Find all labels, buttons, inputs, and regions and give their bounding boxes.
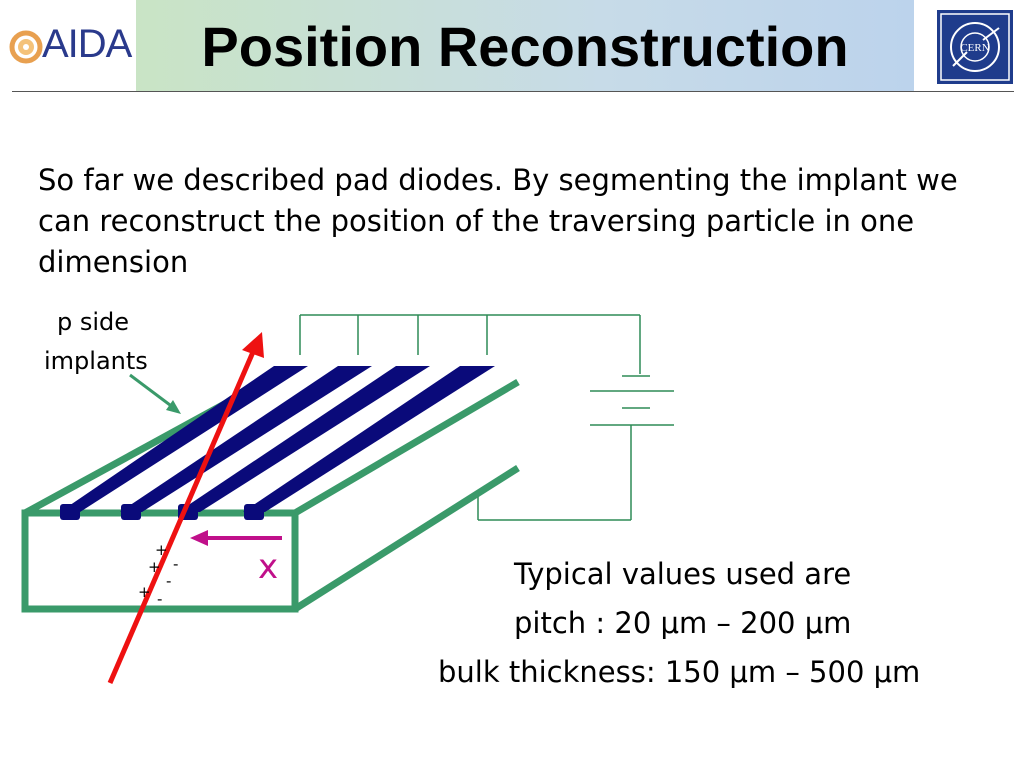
implant-strip [243, 366, 495, 512]
cern-logo-text: CERN [960, 42, 989, 54]
x-label: x [258, 547, 278, 587]
particle-track [107, 332, 264, 684]
title-band [136, 0, 914, 92]
strip-contact [244, 504, 264, 520]
aida-logo-text: AIDA [42, 22, 132, 66]
implant-strips [60, 366, 495, 520]
charge-carriers: + + + - - - [138, 541, 178, 608]
header-rule [12, 91, 1014, 92]
implant-strip [178, 366, 430, 512]
implants-label-line2: implants [44, 347, 148, 375]
implant-strip [60, 366, 308, 512]
implants-pointer-arrow [129, 373, 181, 414]
position-arrow [190, 530, 282, 546]
cern-emblem-icon: CERN [937, 10, 1013, 84]
strip-contact [60, 504, 80, 520]
hole-charge: + [138, 583, 151, 601]
implant-strip [120, 366, 372, 512]
typical-values: Typical values used are pitch : 20 μm – … [420, 553, 970, 700]
electron-charge: - [173, 555, 178, 573]
electron-charge: - [157, 590, 162, 608]
typical-values-heading: Typical values used are [514, 557, 852, 591]
detector-frame [21, 374, 520, 613]
intro-text: So far we described pad diodes. By segme… [38, 163, 958, 279]
bias-circuit [299, 314, 674, 521]
hole-charge: + [148, 558, 161, 576]
aida-emblem-icon [9, 30, 43, 64]
hole-charge: + [155, 541, 168, 559]
aida-logo [8, 20, 130, 72]
bulk-thickness-range: bulk thickness: 150 μm – 500 μm [438, 655, 921, 689]
implants-label-line1: p side [57, 308, 130, 336]
slide-title: Position Reconstruction [201, 14, 849, 78]
pitch-range: pitch : 20 μm – 200 μm [514, 606, 852, 640]
electron-charge: - [166, 572, 171, 590]
strip-contact [121, 504, 141, 520]
cern-logo: CERN [937, 10, 1013, 84]
